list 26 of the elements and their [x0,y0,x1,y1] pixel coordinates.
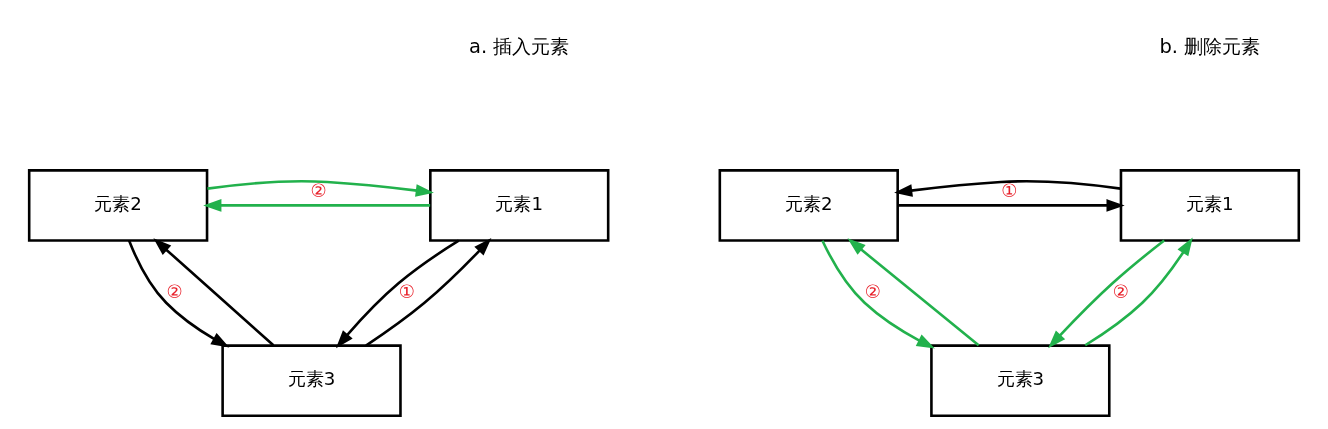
arrow [821,240,935,349]
arrow [203,199,431,212]
edge-label: ① [398,280,416,302]
arrow [894,180,1121,197]
arrow [847,238,980,347]
node-box: 元素2 [718,169,899,242]
arrow [1084,237,1193,347]
arrow [1048,239,1165,349]
edge-label: ② [310,179,327,201]
arrow [365,237,492,347]
edge-label: ② [166,280,183,302]
node-box: 元素1 [1119,169,1301,242]
arrow [335,239,460,349]
edge-label: ② [1112,280,1130,302]
edge-label: ② [864,280,882,302]
edge-label: ① [1001,179,1018,201]
arrow [897,199,1125,212]
node-box: 元素1 [429,169,610,242]
arrow [207,180,434,197]
node-box: 元素3 [930,344,1111,418]
label: b. 删除元素 [1159,34,1261,58]
arrow [153,238,275,347]
node-box: 元素2 [27,169,209,242]
node-box: 元素3 [221,344,402,418]
label: a. 插入元素 [469,34,570,58]
arrow [127,240,230,348]
